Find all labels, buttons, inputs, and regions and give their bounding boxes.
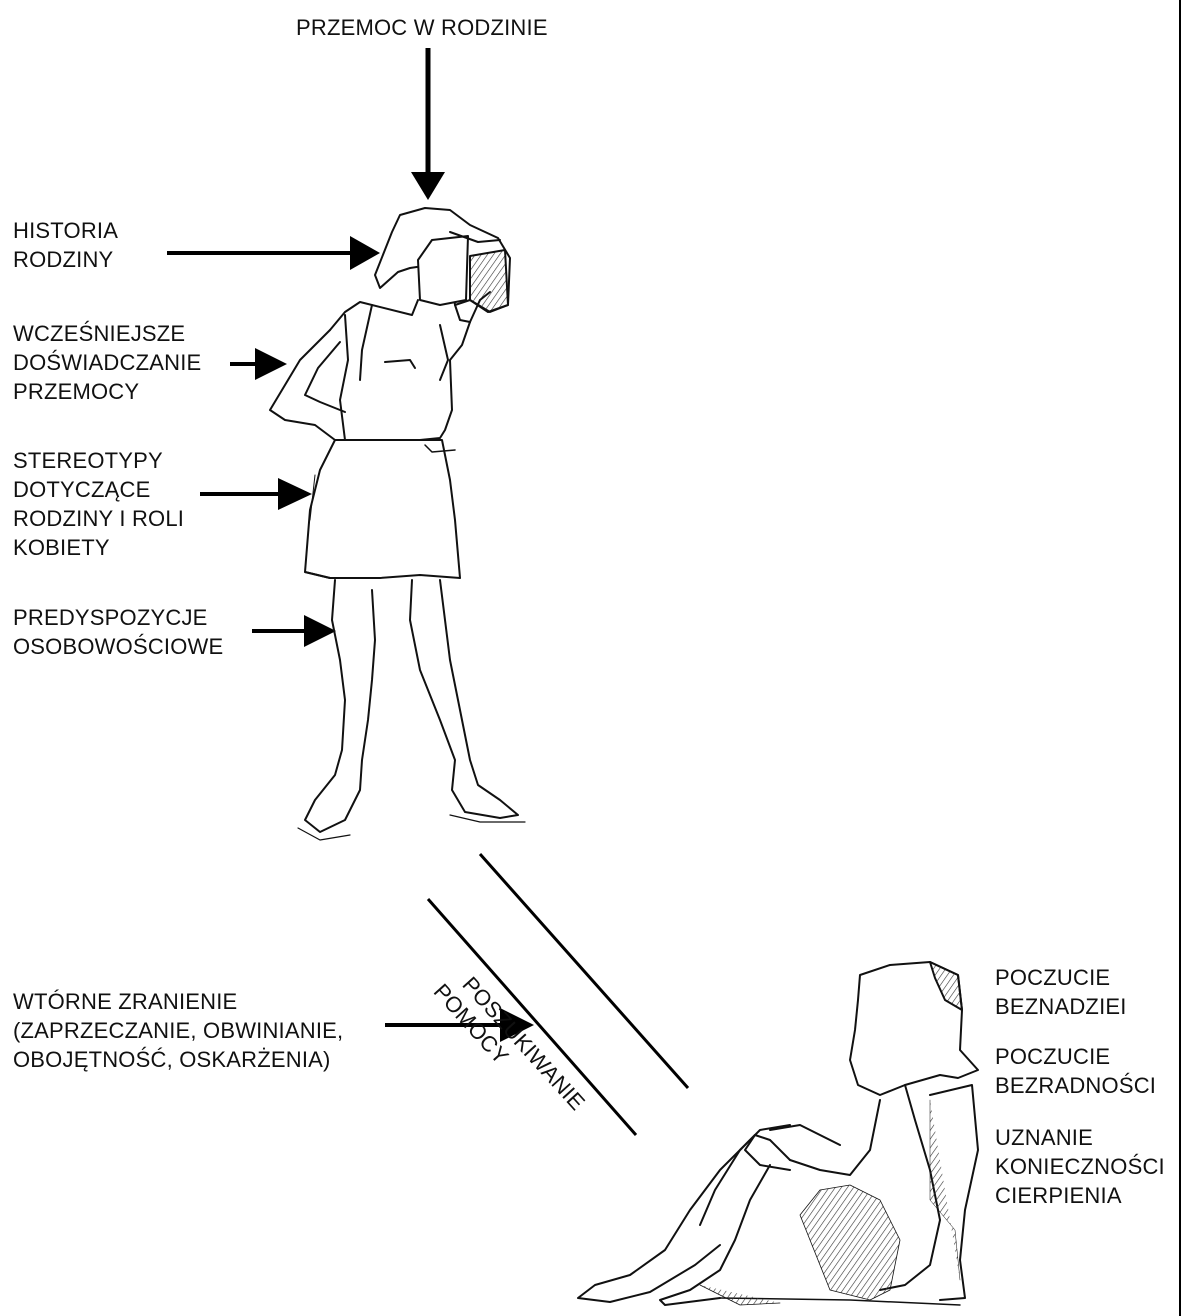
factor-label-line: STEREOTYPY	[13, 446, 184, 475]
factor-label-line: KOBIETY	[13, 533, 184, 562]
factor-label-predyspozycje: PREDYSPOZYCJE OSOBOWOŚCIOWE	[13, 603, 223, 661]
standing-woman-figure	[270, 208, 525, 840]
secondary-harm-label: WTÓRNE ZRANIENIE (ZAPRZECZANIE, OBWINIAN…	[13, 987, 343, 1074]
sitting-woman-figure	[578, 962, 978, 1305]
factor-label-line: WCZEŚNIEJSZE	[13, 319, 201, 348]
outcome-label-cierpienie: UZNANIE KONIECZNOŚCI CIERPIENIA	[995, 1123, 1165, 1210]
outcome-label-beznadzieja: POCZUCIE BEZNADZIEI	[995, 963, 1127, 1021]
factor-label-stereotypy: STEREOTYPY DOTYCZĄCE RODZINY I ROLI KOBI…	[13, 446, 184, 562]
factor-arrow-predyspozycje	[252, 615, 336, 647]
factor-label-line: OSOBOWOŚCIOWE	[13, 632, 223, 661]
secondary-harm-line: (ZAPRZECZANIE, OBWINIANIE,	[13, 1016, 343, 1045]
top-label: PRZEMOC W RODZINIE	[296, 13, 548, 42]
outcome-label-line: BEZNADZIEI	[995, 992, 1127, 1021]
factor-arrow-historia	[167, 236, 380, 270]
outcome-label-line: KONIECZNOŚCI	[995, 1152, 1165, 1181]
factor-arrow-stereotypy	[200, 478, 312, 510]
factor-label-line: PRZEMOCY	[13, 377, 201, 406]
factor-arrow-doswiadczanie	[230, 348, 287, 380]
top-arrow	[411, 48, 445, 200]
factor-label-doswiadczanie: WCZEŚNIEJSZE DOŚWIADCZANIE PRZEMOCY	[13, 319, 201, 406]
factor-label-line: RODZINY I ROLI	[13, 504, 184, 533]
outcome-label-line: BEZRADNOŚCI	[995, 1071, 1156, 1100]
factor-label-line: HISTORIA	[13, 216, 118, 245]
outcome-label-line: UZNANIE	[995, 1123, 1165, 1152]
outcome-label-line: POCZUCIE	[995, 1042, 1156, 1071]
secondary-harm-line: WTÓRNE ZRANIENIE	[13, 987, 343, 1016]
outcome-label-bezradnosc: POCZUCIE BEZRADNOŚCI	[995, 1042, 1156, 1100]
outcome-label-line: POCZUCIE	[995, 963, 1127, 992]
factor-label-line: PREDYSPOZYCJE	[13, 603, 223, 632]
factor-label-line: DOŚWIADCZANIE	[13, 348, 201, 377]
factor-label-line: RODZINY	[13, 245, 118, 274]
secondary-harm-line: OBOJĘTNOŚĆ, OSKARŻENIA)	[13, 1045, 343, 1074]
factor-label-line: DOTYCZĄCE	[13, 475, 184, 504]
outcome-label-line: CIERPIENIA	[995, 1181, 1165, 1210]
top-label-text: PRZEMOC W RODZINIE	[296, 13, 548, 42]
factor-label-historia: HISTORIA RODZINY	[13, 216, 118, 274]
